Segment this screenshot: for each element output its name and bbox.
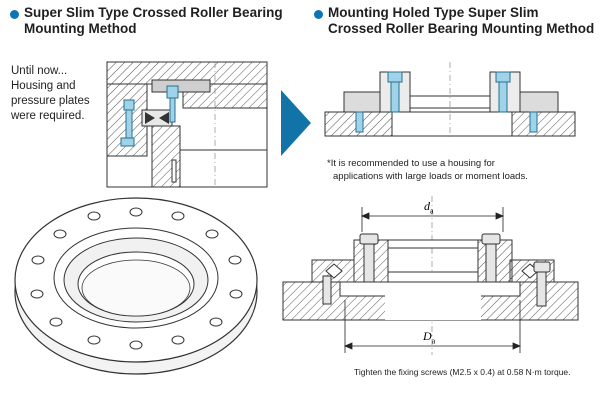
dimension-Da-symbol: D: [423, 329, 432, 343]
dimension-da: [360, 207, 505, 232]
right-heading: Mounting Holed Type Super Slim Crossed R…: [328, 5, 594, 37]
left-heading: Super Slim Type Crossed Roller Bearing M…: [24, 5, 283, 37]
left-heading-line1: Super Slim Type Crossed Roller Bearing: [24, 5, 283, 20]
left-note: Until now... Housing and pressure plates…: [11, 64, 90, 124]
recommendation-line: *It is recommended to use a housing for: [327, 158, 495, 169]
mounting-holes: [30, 207, 243, 350]
dimension-Da-subscript: a: [431, 336, 436, 346]
left-note-line: Housing and: [11, 80, 76, 92]
left-note-line: pressure plates: [11, 95, 90, 107]
left-note-line: were required.: [11, 110, 85, 122]
dimension-da-symbol: d: [424, 199, 430, 213]
arrow-right-icon: [281, 90, 311, 156]
old-bolts: [120, 85, 179, 183]
dimension-da-subscript: a: [430, 206, 434, 216]
recommendation-line: applications with large loads or moment …: [333, 171, 528, 182]
housing: [282, 281, 579, 321]
left-heading-line2: Mounting Method: [24, 21, 137, 36]
right-heading-line2: Crossed Roller Bearing Mounting Method: [328, 21, 595, 36]
right-heading-line1: Mounting Holed Type Super Slim: [328, 5, 539, 20]
recommendation-note: *It is recommended to use a housing for …: [327, 157, 528, 183]
torque-note: Tighten the fixing screws (M2.5 x 0.4) a…: [354, 367, 571, 377]
bullet-dot-icon: [10, 10, 19, 19]
bullet-dot-icon: [314, 10, 323, 19]
dimension-Da-label: Da: [423, 329, 435, 345]
fixing-bolts-detail: [322, 233, 551, 307]
left-note-line: Until now...: [11, 65, 68, 77]
dimension-da-label: da: [424, 199, 434, 215]
fixing-bolts: [355, 71, 538, 133]
dimension-Da: [343, 300, 522, 353]
